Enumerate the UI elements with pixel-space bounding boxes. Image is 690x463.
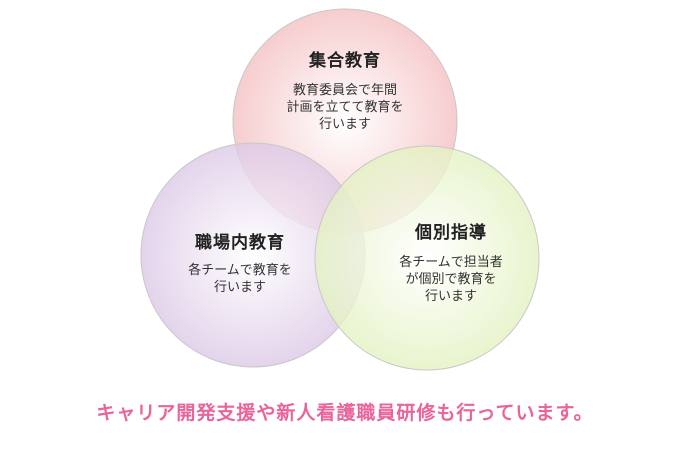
ojt-education-line-1: 各チームで教育を (188, 263, 292, 278)
individual-guidance-description: 各チームで担当者 が個別で教育を 行います (351, 254, 551, 305)
ojt-education-title: 職場内教育 (195, 233, 285, 253)
individual-guidance-line-3: 行います (424, 289, 477, 304)
individual-guidance-line-1: 各チームで担当者 (399, 255, 503, 270)
group-education-title: 集合教育 (309, 51, 381, 71)
group-education-line-1: 教育委員会で年間 (292, 83, 397, 98)
ojt-education-description: 各チームで教育を 行います (140, 262, 340, 296)
group-education-line-2: 計画を立てて教育を (286, 100, 404, 115)
individual-guidance-title: 個別指導 (415, 223, 487, 243)
individual-guidance-line-2: が個別で教育を (405, 272, 497, 287)
group-education-line-3: 行います (318, 117, 371, 132)
circle-individual-guidance (314, 145, 540, 371)
footer-message: キャリア開発支援や新人看護職員研修も行っています。 (96, 402, 594, 424)
group-education-description: 教育委員会で年間 計画を立てて教育を 行います (245, 82, 445, 133)
ojt-education-line-2: 行います (213, 280, 266, 295)
